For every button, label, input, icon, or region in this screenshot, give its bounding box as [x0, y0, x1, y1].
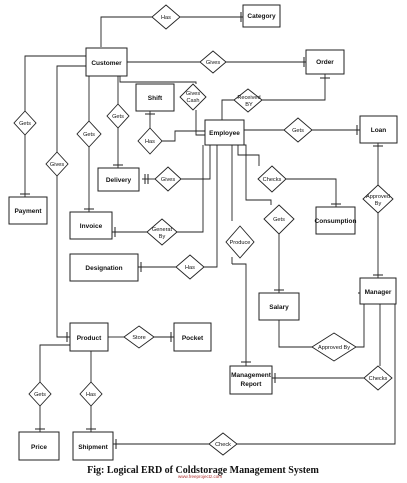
entity-customer: Customer: [85, 47, 128, 77]
svg-text:Gets: Gets: [292, 128, 304, 134]
svg-text:Approved: Approved: [366, 194, 390, 200]
svg-text:Gives: Gives: [161, 177, 176, 183]
svg-text:Gives: Gives: [186, 91, 201, 97]
svg-text:Received: Received: [237, 95, 260, 101]
svg-text:Consumption: Consumption: [315, 218, 357, 225]
svg-text:Gets: Gets: [34, 392, 46, 398]
entity-manager: Manager: [359, 277, 397, 305]
svg-text:Category: Category: [247, 13, 276, 20]
svg-text:Gets: Gets: [83, 132, 95, 138]
rel-received-by: Received BY: [233, 88, 263, 113]
entity-employee: Employee: [204, 119, 245, 146]
watermark-credit: www.freeprojectz.com: [178, 474, 222, 479]
entity-loan: Loan: [359, 115, 398, 144]
rel-approved-by-loan: Approved By: [362, 184, 394, 214]
entity-invoice: Invoice: [69, 211, 113, 240]
svg-text:Has: Has: [86, 392, 96, 398]
entity-salary: Salary: [258, 292, 300, 321]
svg-text:Customer: Customer: [91, 60, 122, 67]
svg-text:Checks: Checks: [263, 177, 282, 183]
rel-produce-report: Produce: [225, 225, 255, 259]
rel-check-shipment: Check: [208, 432, 238, 456]
figure-caption: Fig: Logical ERD of Coldstorage Manageme…: [87, 465, 319, 476]
svg-text:Checks: Checks: [369, 376, 388, 382]
rel-gives-cash: Gives Cash: [179, 83, 207, 111]
entity-category: Category: [242, 4, 281, 28]
svg-text:Gets: Gets: [273, 217, 285, 223]
svg-text:Report: Report: [241, 381, 263, 388]
rel-checks-report: Checks: [363, 365, 393, 391]
entity-order: Order: [305, 49, 345, 75]
rel-has-category: Has: [151, 4, 181, 30]
rel-gets-loan: Gets: [283, 117, 313, 143]
svg-text:Designation: Designation: [85, 265, 122, 272]
entity-product: Product: [69, 322, 109, 352]
svg-text:Pocket: Pocket: [182, 335, 204, 342]
svg-text:Payment: Payment: [14, 208, 42, 215]
svg-text:Invoice: Invoice: [80, 223, 103, 230]
entity-management-report: Management Report: [229, 365, 273, 395]
connector-lines: [20, 12, 396, 449]
svg-text:Store: Store: [132, 335, 145, 341]
svg-text:Has: Has: [145, 139, 155, 145]
svg-text:Loan: Loan: [371, 127, 387, 134]
rel-store-pocket: Store: [123, 325, 155, 349]
svg-text:Gives: Gives: [206, 60, 221, 66]
svg-text:Gets: Gets: [19, 121, 31, 127]
rel-checks-consumption: Checks: [257, 165, 287, 193]
svg-text:Salary: Salary: [269, 304, 289, 311]
svg-text:Has: Has: [161, 15, 171, 21]
rel-has-shipment: Has: [79, 381, 103, 407]
svg-text:Cash: Cash: [186, 98, 199, 104]
rel-gets-price: Gets: [28, 381, 52, 407]
rel-gives-product: Gives: [45, 151, 69, 177]
svg-text:Has: Has: [185, 265, 195, 271]
svg-text:Price: Price: [31, 444, 47, 451]
svg-text:Shipment: Shipment: [78, 444, 108, 451]
rel-gets-delivery: Gets: [106, 103, 130, 129]
rel-has-shift: Has: [137, 127, 163, 155]
svg-text:Employee: Employee: [209, 130, 240, 137]
rel-gets-invoice: Gets: [76, 120, 102, 148]
rel-has-designation: Has: [175, 254, 205, 280]
svg-text:By: By: [375, 201, 382, 207]
svg-text:Management: Management: [231, 372, 272, 379]
rel-generated-by: Generat By: [146, 218, 178, 246]
svg-text:Produce: Produce: [230, 240, 251, 246]
svg-text:BY: BY: [245, 102, 253, 108]
svg-text:Generat: Generat: [152, 227, 173, 233]
rel-gives-order: Gives: [199, 50, 227, 74]
entity-pocket: Pocket: [173, 322, 212, 352]
entity-shipment: Shipment: [72, 431, 114, 461]
svg-text:Gives: Gives: [50, 162, 65, 168]
rel-gets-payment: Gets: [13, 110, 37, 136]
svg-text:Order: Order: [316, 59, 334, 66]
rel-approved-by-salary: Approved By: [311, 332, 357, 362]
svg-text:Check: Check: [215, 442, 231, 448]
rel-gets-salary: Gets: [263, 204, 295, 235]
entity-designation: Designation: [69, 253, 139, 282]
entity-delivery: Delivery: [97, 167, 140, 192]
entity-price: Price: [18, 431, 60, 461]
svg-text:By: By: [159, 234, 166, 240]
entity-payment: Payment: [8, 196, 48, 225]
svg-text:Delivery: Delivery: [106, 177, 132, 184]
rel-gives-delivery: Gives: [154, 166, 182, 192]
svg-text:Product: Product: [77, 335, 102, 342]
svg-text:Gets: Gets: [112, 114, 124, 120]
svg-text:Shift: Shift: [148, 95, 163, 102]
entity-shift: Shift: [135, 83, 175, 112]
entity-consumption: Consumption: [315, 206, 357, 235]
svg-text:Manager: Manager: [365, 289, 392, 296]
svg-text:Approved By: Approved By: [318, 345, 350, 351]
